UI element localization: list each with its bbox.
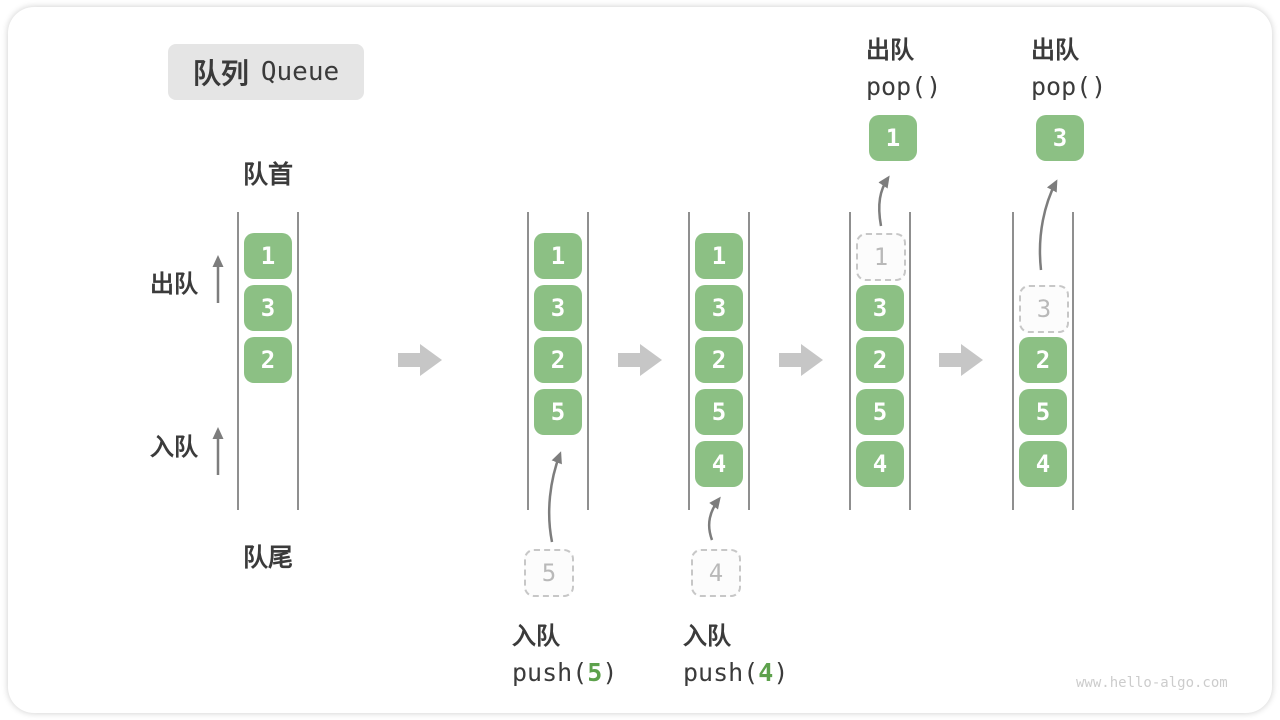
push5-op-name: 入队 bbox=[512, 623, 560, 650]
title-zh: 队列 bbox=[192, 58, 249, 89]
state4-popped-item: 1 bbox=[869, 115, 917, 161]
state3-item-3: 2 bbox=[695, 337, 743, 383]
state4-item-5: 4 bbox=[856, 441, 904, 487]
state4-popped-dashed-box: 1 bbox=[856, 233, 906, 281]
title-badge: 队列 Queue bbox=[168, 44, 364, 100]
push5-op-code: push(5) bbox=[512, 658, 617, 687]
push5-fn-pre: push( bbox=[512, 658, 588, 687]
state4-item-3: 2 bbox=[856, 337, 904, 383]
diagram-card bbox=[8, 7, 1272, 713]
state5-right-rail bbox=[1072, 212, 1074, 510]
state5-popped-dashed-box: 3 bbox=[1019, 285, 1069, 333]
watermark: www.hello-algo.com bbox=[1076, 675, 1228, 691]
state3-item-4: 5 bbox=[695, 389, 743, 435]
state3-incoming-dashed-box: 4 bbox=[691, 549, 741, 597]
state3-right-rail bbox=[748, 212, 750, 510]
state2-incoming-dashed-box: 5 bbox=[524, 549, 574, 597]
pop3-operation-label: 出队 pop() bbox=[1031, 30, 1106, 101]
push4-op-name: 入队 bbox=[683, 623, 731, 650]
state5-item-4: 5 bbox=[1019, 389, 1067, 435]
push5-operation-label: 入队 push(5) bbox=[512, 616, 617, 687]
state3-item-5: 4 bbox=[695, 441, 743, 487]
push4-operation-label: 入队 push(4) bbox=[683, 616, 788, 687]
state5-item-3: 2 bbox=[1019, 337, 1067, 383]
state1-right-rail bbox=[297, 212, 299, 510]
pop1-op-code: pop() bbox=[866, 72, 942, 101]
state2-right-rail bbox=[587, 212, 589, 510]
state1-item-2: 3 bbox=[244, 285, 292, 331]
dequeue-side-label: 出队 bbox=[150, 271, 198, 298]
enqueue-side-label: 入队 bbox=[150, 434, 198, 461]
state3-item-2: 3 bbox=[695, 285, 743, 331]
state1-left-rail bbox=[237, 212, 239, 510]
state2-item-3: 2 bbox=[534, 337, 582, 383]
pop3-op-code: pop() bbox=[1031, 72, 1107, 101]
title-en: Queue bbox=[260, 57, 340, 87]
queue-rear-label: 队尾 bbox=[242, 544, 293, 572]
state4-item-2: 3 bbox=[856, 285, 904, 331]
state4-right-rail bbox=[909, 212, 911, 510]
push4-op-code: push(4) bbox=[683, 658, 788, 687]
state3-left-rail bbox=[688, 212, 690, 510]
state5-popped-item: 3 bbox=[1036, 115, 1084, 161]
push4-fn-post: ) bbox=[773, 658, 789, 687]
pop3-op-name: 出队 bbox=[1031, 37, 1079, 64]
state2-left-rail bbox=[527, 212, 529, 510]
push5-arg: 5 bbox=[587, 658, 603, 687]
state2-item-1: 1 bbox=[534, 233, 582, 279]
queue-front-label: 队首 bbox=[242, 161, 293, 189]
push4-fn-pre: push( bbox=[683, 658, 759, 687]
state1-item-3: 2 bbox=[244, 337, 292, 383]
state2-item-2: 3 bbox=[534, 285, 582, 331]
state4-left-rail bbox=[849, 212, 851, 510]
state2-item-4: 5 bbox=[534, 389, 582, 435]
push4-arg: 4 bbox=[758, 658, 774, 687]
state3-item-1: 1 bbox=[695, 233, 743, 279]
state5-item-5: 4 bbox=[1019, 441, 1067, 487]
pop1-op-name: 出队 bbox=[866, 37, 914, 64]
state4-item-4: 5 bbox=[856, 389, 904, 435]
push5-fn-post: ) bbox=[602, 658, 618, 687]
state5-left-rail bbox=[1012, 212, 1014, 510]
pop1-operation-label: 出队 pop() bbox=[866, 30, 941, 101]
state1-item-1: 1 bbox=[244, 233, 292, 279]
